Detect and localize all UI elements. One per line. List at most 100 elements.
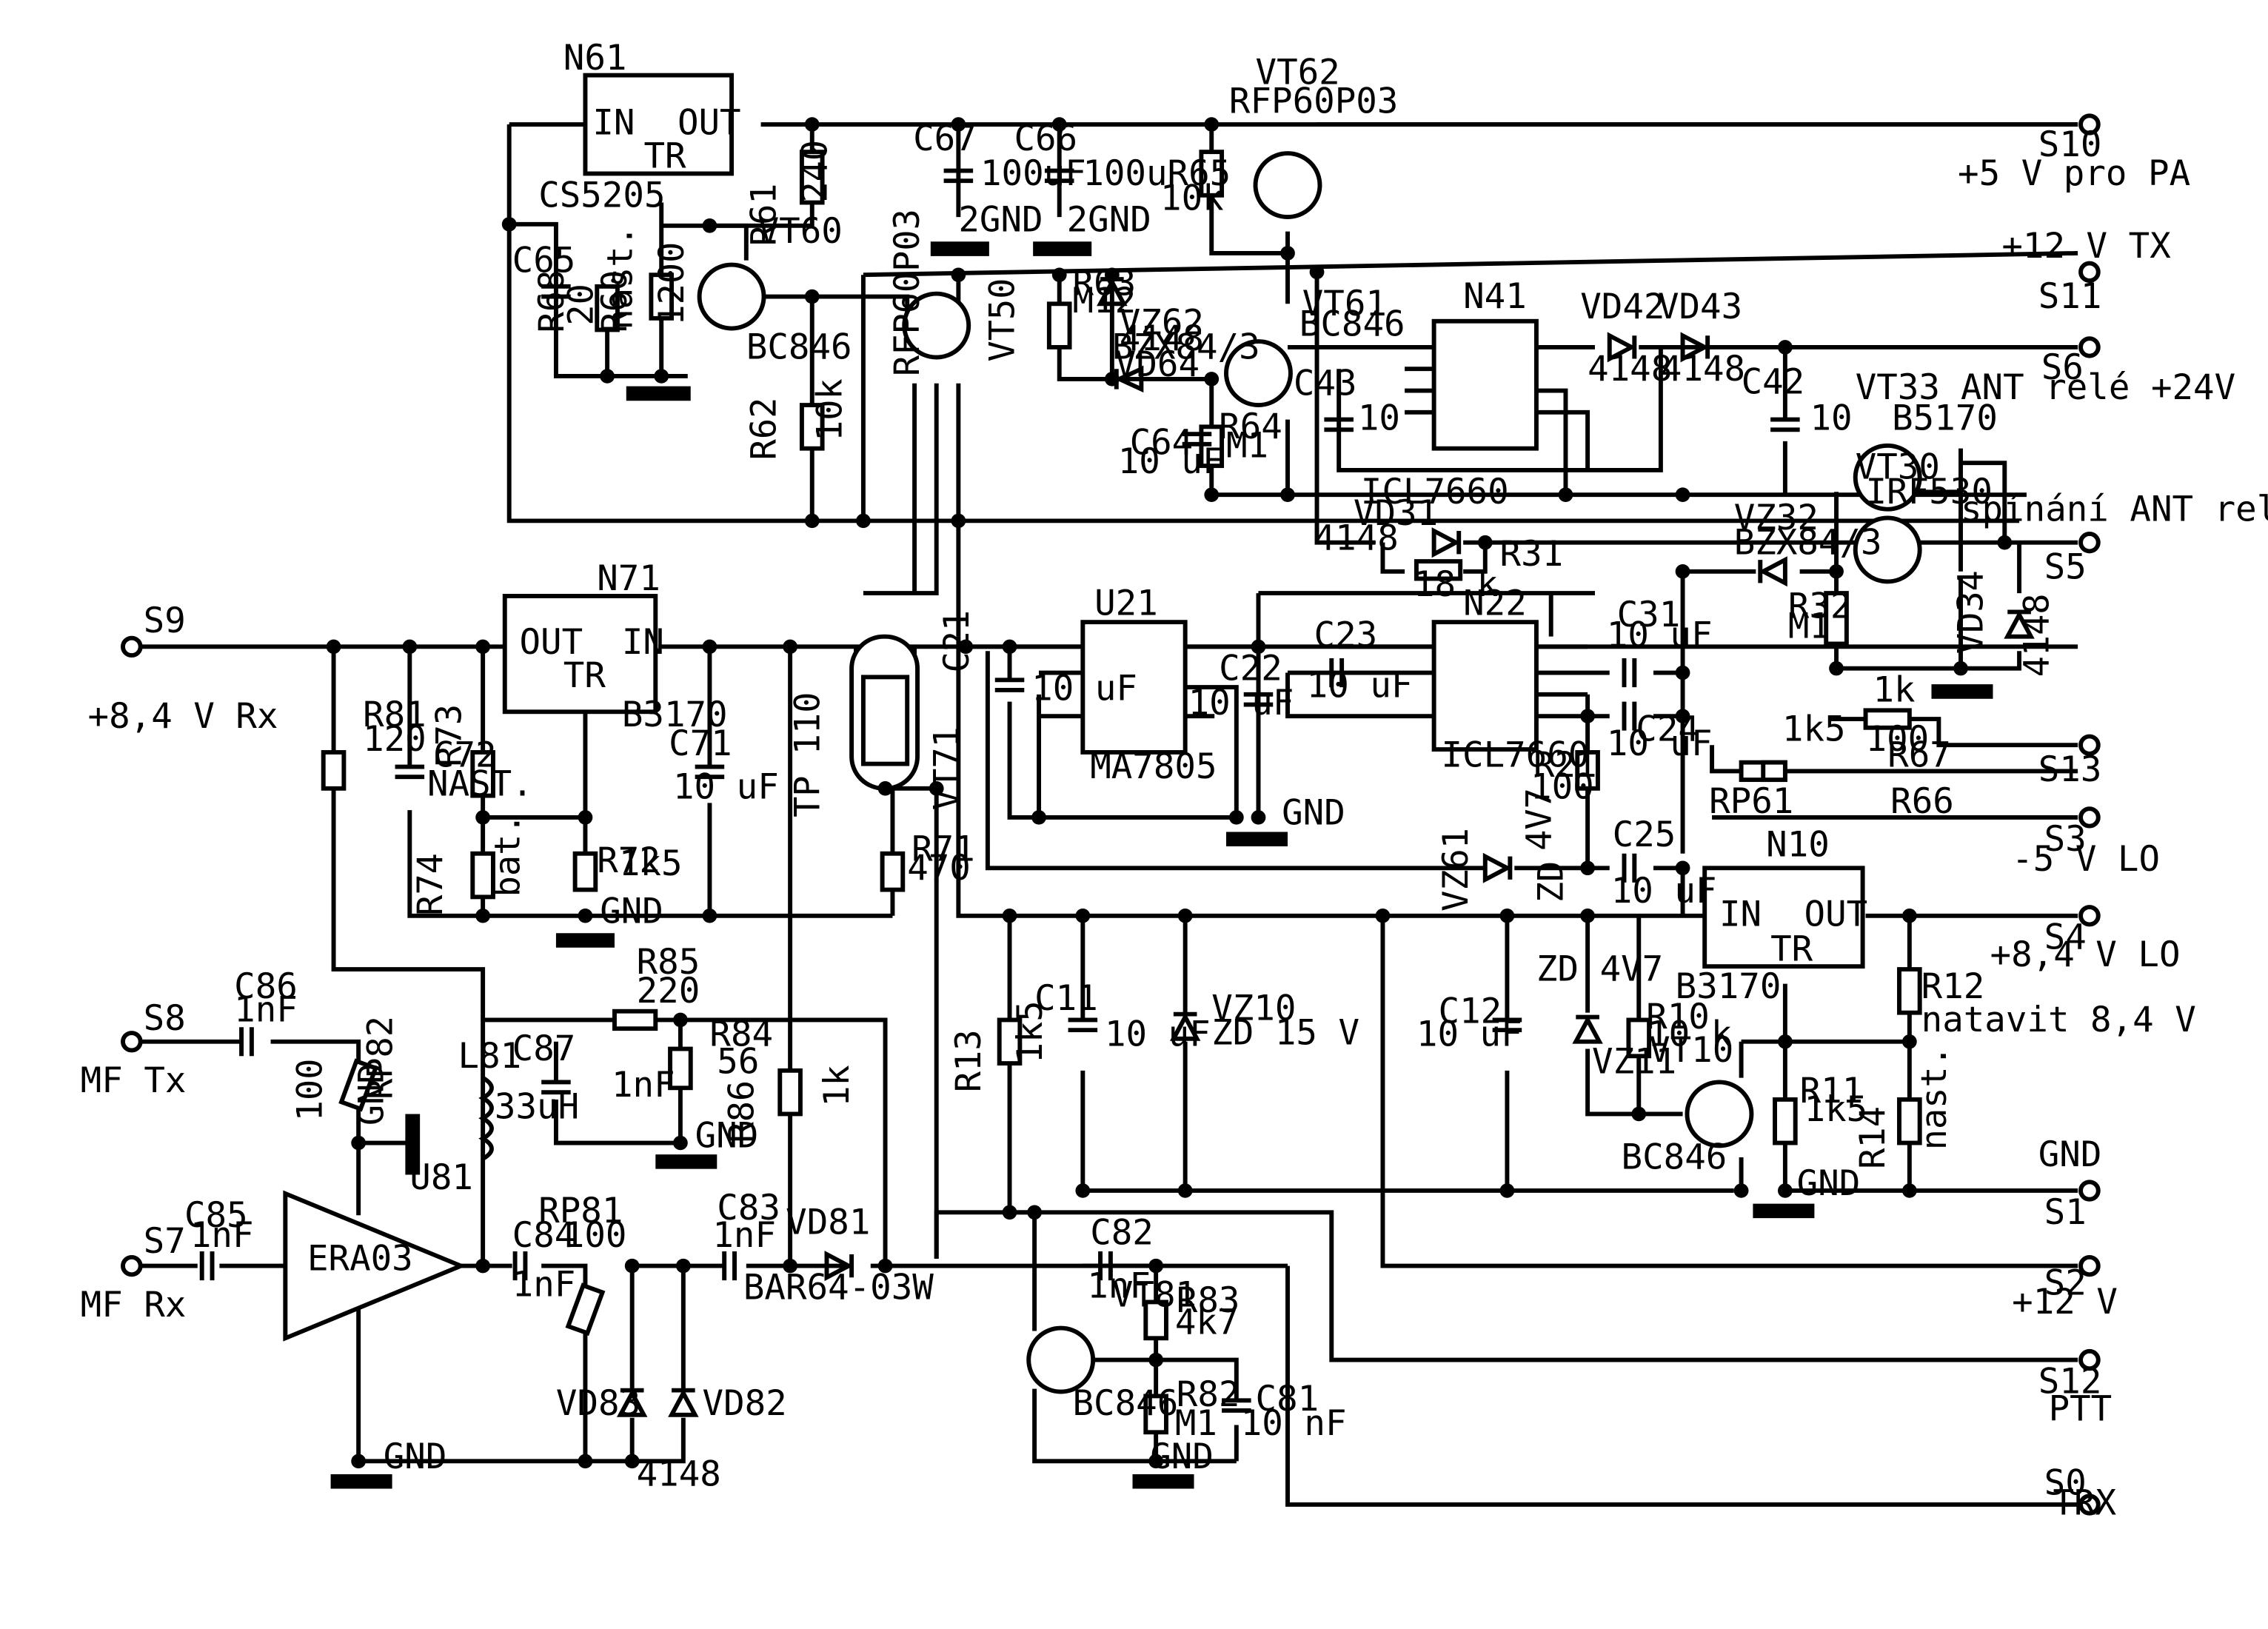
component-label: R10 xyxy=(1646,997,1710,1037)
component-label: R81 xyxy=(363,695,426,735)
component-label: 20 xyxy=(561,284,601,325)
component-label: 10 uF xyxy=(1611,871,1717,911)
conn-s9-id: S9 xyxy=(144,601,186,641)
component-label: BC846 xyxy=(1622,1137,1727,1178)
ic-text: N61 IN OUT TR CS5205 N71 OUT IN TR B3170… xyxy=(307,38,1867,1279)
component-label: 1nF xyxy=(1087,1266,1151,1307)
component-label: R86 xyxy=(721,1080,762,1143)
component-label: C24 xyxy=(1636,709,1699,750)
component-label: 4148 xyxy=(1314,518,1399,559)
component-label: 10 uF xyxy=(1118,441,1224,482)
component-label: 1nF xyxy=(234,990,298,1031)
component-label: 100 xyxy=(1866,719,1930,760)
n71-tr: TR xyxy=(563,655,606,696)
component-label: R62 xyxy=(743,398,784,461)
component-label: 10k xyxy=(1160,178,1224,219)
conn-s10-desc: +5 V pro PA xyxy=(1958,153,2190,194)
conn-s12-desc: PTT xyxy=(2049,1389,2113,1430)
component-label: nast. xyxy=(1914,1046,1955,1150)
conn-s8-id: S8 xyxy=(144,998,186,1039)
component-label: 1200 xyxy=(652,242,692,326)
component-label: R82 xyxy=(1177,1374,1240,1415)
n10-out: OUT xyxy=(1804,894,1868,935)
n10-in: IN xyxy=(1719,894,1762,935)
component-label: C22 xyxy=(1219,649,1282,689)
n41-name: N41 xyxy=(1463,276,1527,317)
component-label: 100 xyxy=(290,1059,331,1122)
component-label: VT30 xyxy=(1856,447,1940,488)
component-label: VD42 xyxy=(1580,287,1665,327)
component-label: C82 xyxy=(1090,1213,1154,1254)
capacitors xyxy=(199,168,1800,1413)
conn-s7-desc: MF Rx xyxy=(81,1285,187,1325)
n61-name: N61 xyxy=(563,38,627,78)
component-label: C72 xyxy=(433,735,497,776)
component-label: VD81 xyxy=(786,1202,870,1243)
n10-name: N10 xyxy=(1766,825,1830,866)
component-label: VT33 xyxy=(1856,367,1940,408)
component-label: 56 xyxy=(717,1042,759,1083)
n41-type: ICL7660 xyxy=(1361,472,1509,512)
component-label: C25 xyxy=(1613,814,1676,855)
component-label: C84 xyxy=(512,1215,576,1256)
ic-n10 xyxy=(1702,866,1865,969)
component-label: RP81 xyxy=(538,1191,623,1231)
component-label: R83 xyxy=(1177,1280,1240,1321)
component-label: R13 xyxy=(949,1029,989,1092)
component-label: RFP60P03 xyxy=(887,209,928,376)
amp-era03 xyxy=(283,1190,467,1342)
conn-s3-id: S3 xyxy=(2044,819,2087,860)
conn-s2-desc: +12 V xyxy=(2012,1282,2118,1322)
component-label: 2GND xyxy=(958,200,1043,241)
component-label: C12 xyxy=(1439,991,1502,1032)
ic-boxes xyxy=(283,73,1865,1342)
component-label: R71 xyxy=(911,829,975,870)
component-label: BC846 xyxy=(746,327,852,368)
component-label: BC846 xyxy=(1073,1383,1179,1424)
component-label: 1nF xyxy=(190,1215,254,1256)
component-label: R64 xyxy=(1219,407,1282,447)
component-label: R74 xyxy=(410,853,451,916)
component-label: GND xyxy=(1150,1436,1214,1477)
connector-labels: S10 +5 V pro PA +12 V TX S11 S6 ANT relé… xyxy=(81,124,2268,1523)
conn-s4-desc: +8,4 V LO xyxy=(1990,934,2181,975)
component-label: C71 xyxy=(669,723,732,764)
n61-tr: TR xyxy=(643,136,686,177)
component-label: GND xyxy=(600,892,663,932)
component-label: R14 xyxy=(1853,1106,1893,1169)
component-label: 10 uF xyxy=(1307,666,1413,706)
component-label: 33uH xyxy=(495,1087,579,1128)
component-label: RFP60P03 xyxy=(1229,81,1398,122)
component-label: GND xyxy=(352,1063,392,1125)
component-label: 10 k xyxy=(1648,1014,1732,1055)
conn-s0-desc: TRX xyxy=(2053,1483,2117,1524)
conn-s6-id: S6 xyxy=(2041,347,2084,388)
component-label: 1k5 xyxy=(1782,709,1846,750)
n10-tr: TR xyxy=(1770,929,1813,970)
component-label: VD31 xyxy=(1354,493,1438,534)
component-label: B5170 xyxy=(1892,398,1998,439)
component-label: BZX84/3 xyxy=(1112,327,1260,368)
n22-type: ICL7660 xyxy=(1441,735,1589,776)
n71-name: N71 xyxy=(597,558,660,599)
diodes xyxy=(616,277,2035,1417)
component-label: 10 uF xyxy=(1031,669,1137,709)
component-label: 4k7 xyxy=(1175,1302,1239,1343)
conn-s6-desc: ANT relé +24V xyxy=(1961,367,2235,408)
component-label: 4V7 xyxy=(1519,788,1559,851)
component-label: 100 xyxy=(1531,767,1594,808)
component-label: C42 xyxy=(1742,362,1805,403)
component-label: NAST. xyxy=(427,764,533,805)
component-label: C65 xyxy=(512,241,576,281)
component-label: R11 xyxy=(1800,1071,1864,1111)
n71-type: B3170 xyxy=(622,695,728,735)
component-label: 2GND xyxy=(1067,200,1151,241)
component-label: R67 xyxy=(1887,735,1951,776)
component-label: BZX84/3 xyxy=(1734,523,1882,563)
component-label: R73 xyxy=(429,704,469,767)
component-label: natavit 8,4 V xyxy=(1921,1000,2196,1040)
component-label: 220 xyxy=(637,971,700,1011)
component-label: VD82 xyxy=(703,1383,787,1424)
component-label: R66 xyxy=(1890,781,1954,822)
